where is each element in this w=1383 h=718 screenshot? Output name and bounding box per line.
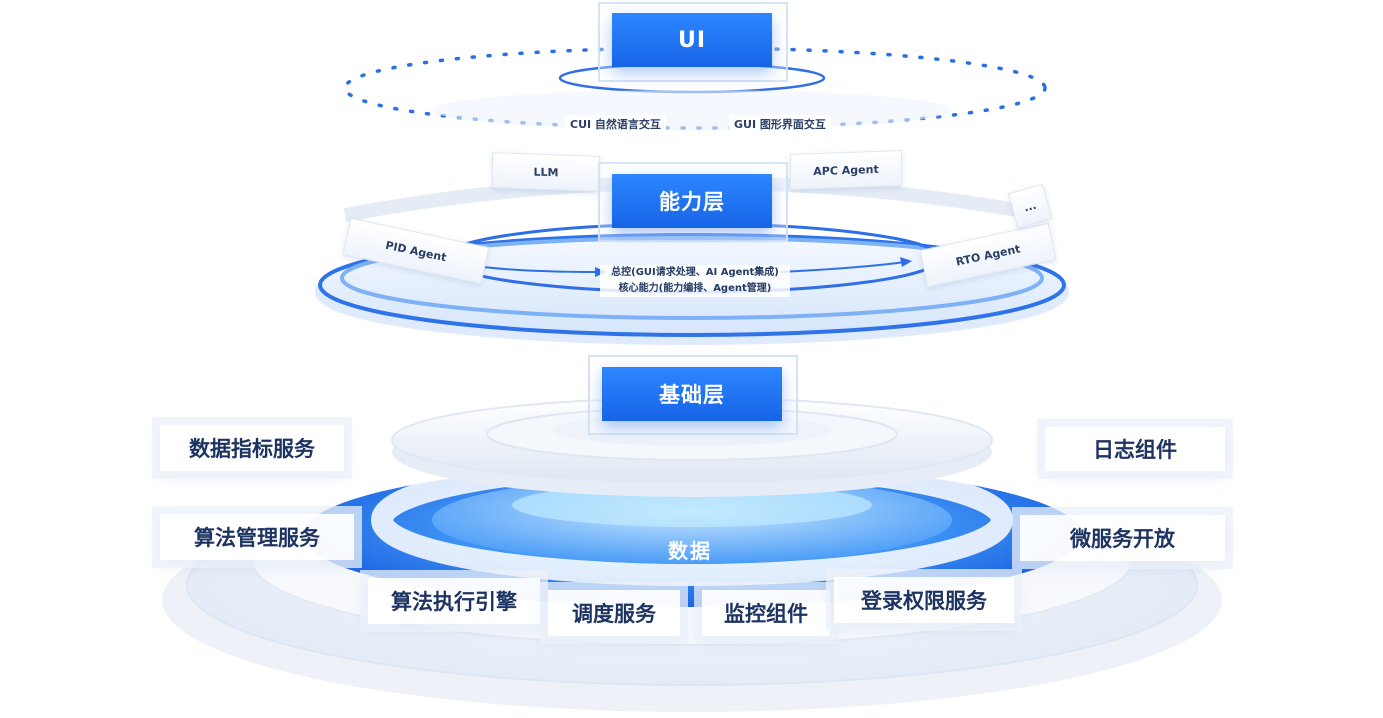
service-microservice-open[interactable]: 微服务开放: [1020, 515, 1225, 561]
service-algorithm-execution-engine[interactable]: 算法执行引擎: [368, 578, 540, 624]
capability-layer-title[interactable]: 能力层: [612, 174, 772, 228]
gui-interaction-tag: GUI 图形界面交互: [729, 115, 831, 133]
base-tier-disc-core: [552, 414, 832, 446]
ui-layer-title[interactable]: UI: [612, 13, 772, 67]
cap-ring-mid: [340, 236, 1044, 320]
agent-card-apc[interactable]: APC Agent: [790, 150, 902, 190]
core-capability-line: 核心能力(能力编排、Agent管理): [618, 283, 772, 294]
capability-center-box: 总控(GUI请求处理、AI Agent集成) 核心能力(能力编排、Agent管理…: [600, 265, 790, 297]
service-log-component[interactable]: 日志组件: [1045, 427, 1225, 471]
control-line: 总控(GUI请求处理、AI Agent集成): [611, 267, 779, 278]
service-scheduling[interactable]: 调度服务: [548, 590, 680, 636]
service-login-permission[interactable]: 登录权限服务: [834, 577, 1014, 623]
flow-arrowhead-right: [900, 257, 912, 267]
ui-glow: [432, 90, 952, 130]
flow-arrow-right: [779, 261, 906, 273]
data-center-label: 数据: [668, 539, 712, 563]
service-monitoring-component[interactable]: 监控组件: [702, 590, 830, 636]
cui-interaction-tag: CUI 自然语言交互: [565, 115, 666, 133]
base-layer-title[interactable]: 基础层: [602, 367, 782, 421]
agent-card-llm[interactable]: LLM: [492, 152, 600, 192]
service-data-metrics[interactable]: 数据指标服务: [160, 425, 344, 471]
service-algorithm-management[interactable]: 算法管理服务: [160, 514, 354, 560]
